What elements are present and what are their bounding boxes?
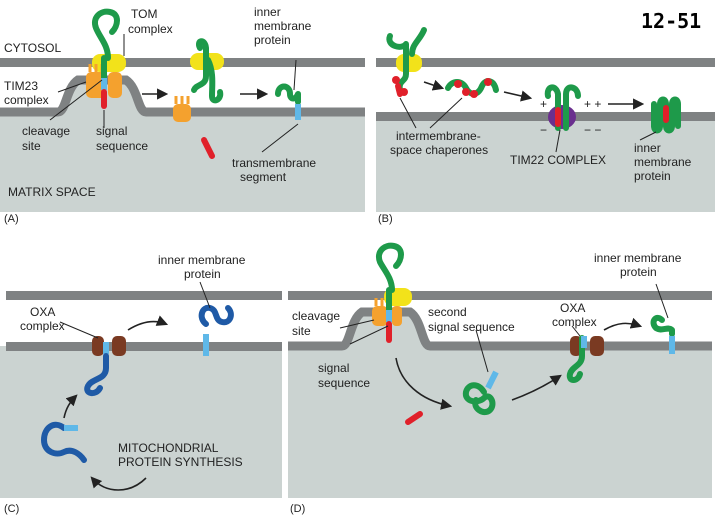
panel-d-letter: (D)	[290, 503, 305, 515]
signal-sequence-label-2: sequence	[96, 139, 148, 153]
inserting-protein-d	[566, 335, 585, 383]
plus-sign: +	[540, 97, 547, 111]
tim23-complex-label: TIM23	[4, 79, 38, 93]
oxa-complex-icon-2	[112, 336, 126, 356]
step-arrow-b1	[423, 79, 445, 91]
transmembrane-segment-label-2: segment	[240, 170, 287, 184]
tim22-complex-icon	[548, 105, 576, 129]
step-arrow-d3	[603, 317, 643, 331]
tim23-complex-d-icon	[372, 306, 388, 326]
outer-membrane-d	[288, 291, 712, 300]
chaperone-icon	[392, 76, 400, 84]
minus-sign-2: − −	[584, 123, 601, 137]
outer-membrane-c	[6, 291, 282, 300]
inner-membrane-protein-c-label-2: protein	[184, 267, 221, 281]
chaperone-icon-2	[454, 80, 462, 88]
chaperones-label-2: space chaperones	[390, 143, 488, 157]
panel-d: cleavage site signal sequence second sig…	[288, 242, 712, 515]
signal-sequence-d-label: signal	[318, 361, 349, 375]
inner-membrane-b	[376, 112, 715, 121]
inner-membrane-protein-b-label-3: protein	[634, 169, 671, 183]
oxa-complex-d-label: OXA	[560, 301, 585, 315]
cleaved-signal-a	[201, 137, 215, 159]
inner-membrane-protein-d-label: inner membrane	[594, 251, 682, 265]
inner-membrane-protein-a	[275, 83, 301, 105]
step-arrow-d1	[395, 357, 453, 410]
panel-c-letter: (C)	[4, 503, 19, 515]
panel-b: + + + − − − intermembrane- space chapero…	[376, 27, 715, 225]
tim23-complex-d-icon-2	[392, 306, 402, 326]
tim23-complex-2-icon	[173, 104, 191, 122]
second-signal-icon	[485, 370, 499, 390]
chaperones-label: intermembrane-	[396, 129, 481, 143]
cleavage-site-d-label: cleavage	[292, 309, 340, 323]
inner-membrane-protein-c	[198, 304, 234, 327]
precursor-protein-a	[92, 8, 120, 61]
inner-membrane-protein-d	[650, 314, 675, 337]
oxa-complex-icon	[92, 336, 104, 356]
signal-sequence-label: signal	[96, 124, 127, 138]
second-signal-label-2: signal sequence	[428, 320, 515, 334]
tom-complex-label-2: complex	[128, 22, 173, 36]
inserting-protein-b	[544, 84, 581, 131]
step-arrow-d2	[511, 374, 562, 401]
outer-membrane-b	[376, 58, 715, 67]
tim22-complex-label: TIM22 COMPLEX	[510, 153, 606, 167]
inner-membrane-c	[6, 342, 282, 351]
matrix-space-label: MATRIX SPACE	[8, 185, 96, 199]
outer-membrane-a	[0, 58, 365, 67]
second-signal-label: second	[428, 305, 467, 319]
step-arrow-b2	[503, 90, 533, 102]
oxa-complex-c-label: OXA	[30, 305, 55, 319]
cleavage-site-label-2: site	[22, 139, 41, 153]
cleaved-signal-d	[405, 411, 423, 425]
step-arrow-c1	[127, 315, 169, 331]
inner-membrane-protein-c-label: inner membrane	[158, 253, 246, 267]
plus-sign-2: + +	[584, 97, 601, 111]
cytosol-label: CYTOSOL	[4, 41, 61, 55]
oxa-complex-d-icon-2	[590, 336, 604, 356]
precursor-protein-b	[386, 33, 409, 93]
panel-b-letter: (B)	[378, 213, 393, 225]
tom-complex-label: TOM	[131, 7, 157, 21]
oxa-complex-d-label-2: complex	[552, 315, 597, 329]
tim23-complex-icon-2	[108, 72, 122, 98]
matrix-space-d	[288, 314, 712, 498]
cleavage-site-d-label-2: site	[292, 324, 311, 338]
minus-sign: −	[540, 123, 547, 137]
panel-a: CYTOSOL TOM complex TIM23 complex cleava…	[0, 5, 365, 225]
protein-synthesis-label-2: PROTEIN SYNTHESIS	[118, 455, 243, 469]
inner-membrane-protein-label-3: protein	[254, 33, 291, 47]
step-arrow-c3	[90, 476, 147, 491]
panel-a-letter: (A)	[4, 213, 19, 225]
step-arrow-c2	[63, 394, 78, 419]
synthesized-protein-c	[41, 421, 87, 463]
signal-sequence-d-label-2: sequence	[318, 376, 370, 390]
inserting-protein-c	[84, 353, 109, 396]
matrix-space-c	[0, 346, 282, 498]
precursor-protein-d	[376, 242, 404, 293]
inner-membrane-protein-b-label: inner	[634, 141, 661, 155]
oxa-complex-c-label-2: complex	[20, 319, 65, 333]
inner-membrane-protein-label-2: membrane	[254, 19, 312, 33]
panel-c: inner membrane protein OXA complex MITOC…	[0, 253, 282, 515]
cleavage-site-label: cleavage	[22, 124, 70, 138]
tim23-complex-label-2: complex	[4, 93, 49, 107]
inner-membrane-protein-label: inner	[254, 5, 281, 19]
protein-synthesis-label: MITOCHONDRIAL	[118, 441, 219, 455]
figure-number: 12-51	[641, 9, 701, 33]
inner-membrane-protein-b-label-2: membrane	[634, 155, 692, 169]
inner-membrane-protein-d-label-2: protein	[620, 265, 657, 279]
transmembrane-segment-label: transmembrane	[232, 156, 316, 170]
free-protein-d	[462, 382, 496, 416]
